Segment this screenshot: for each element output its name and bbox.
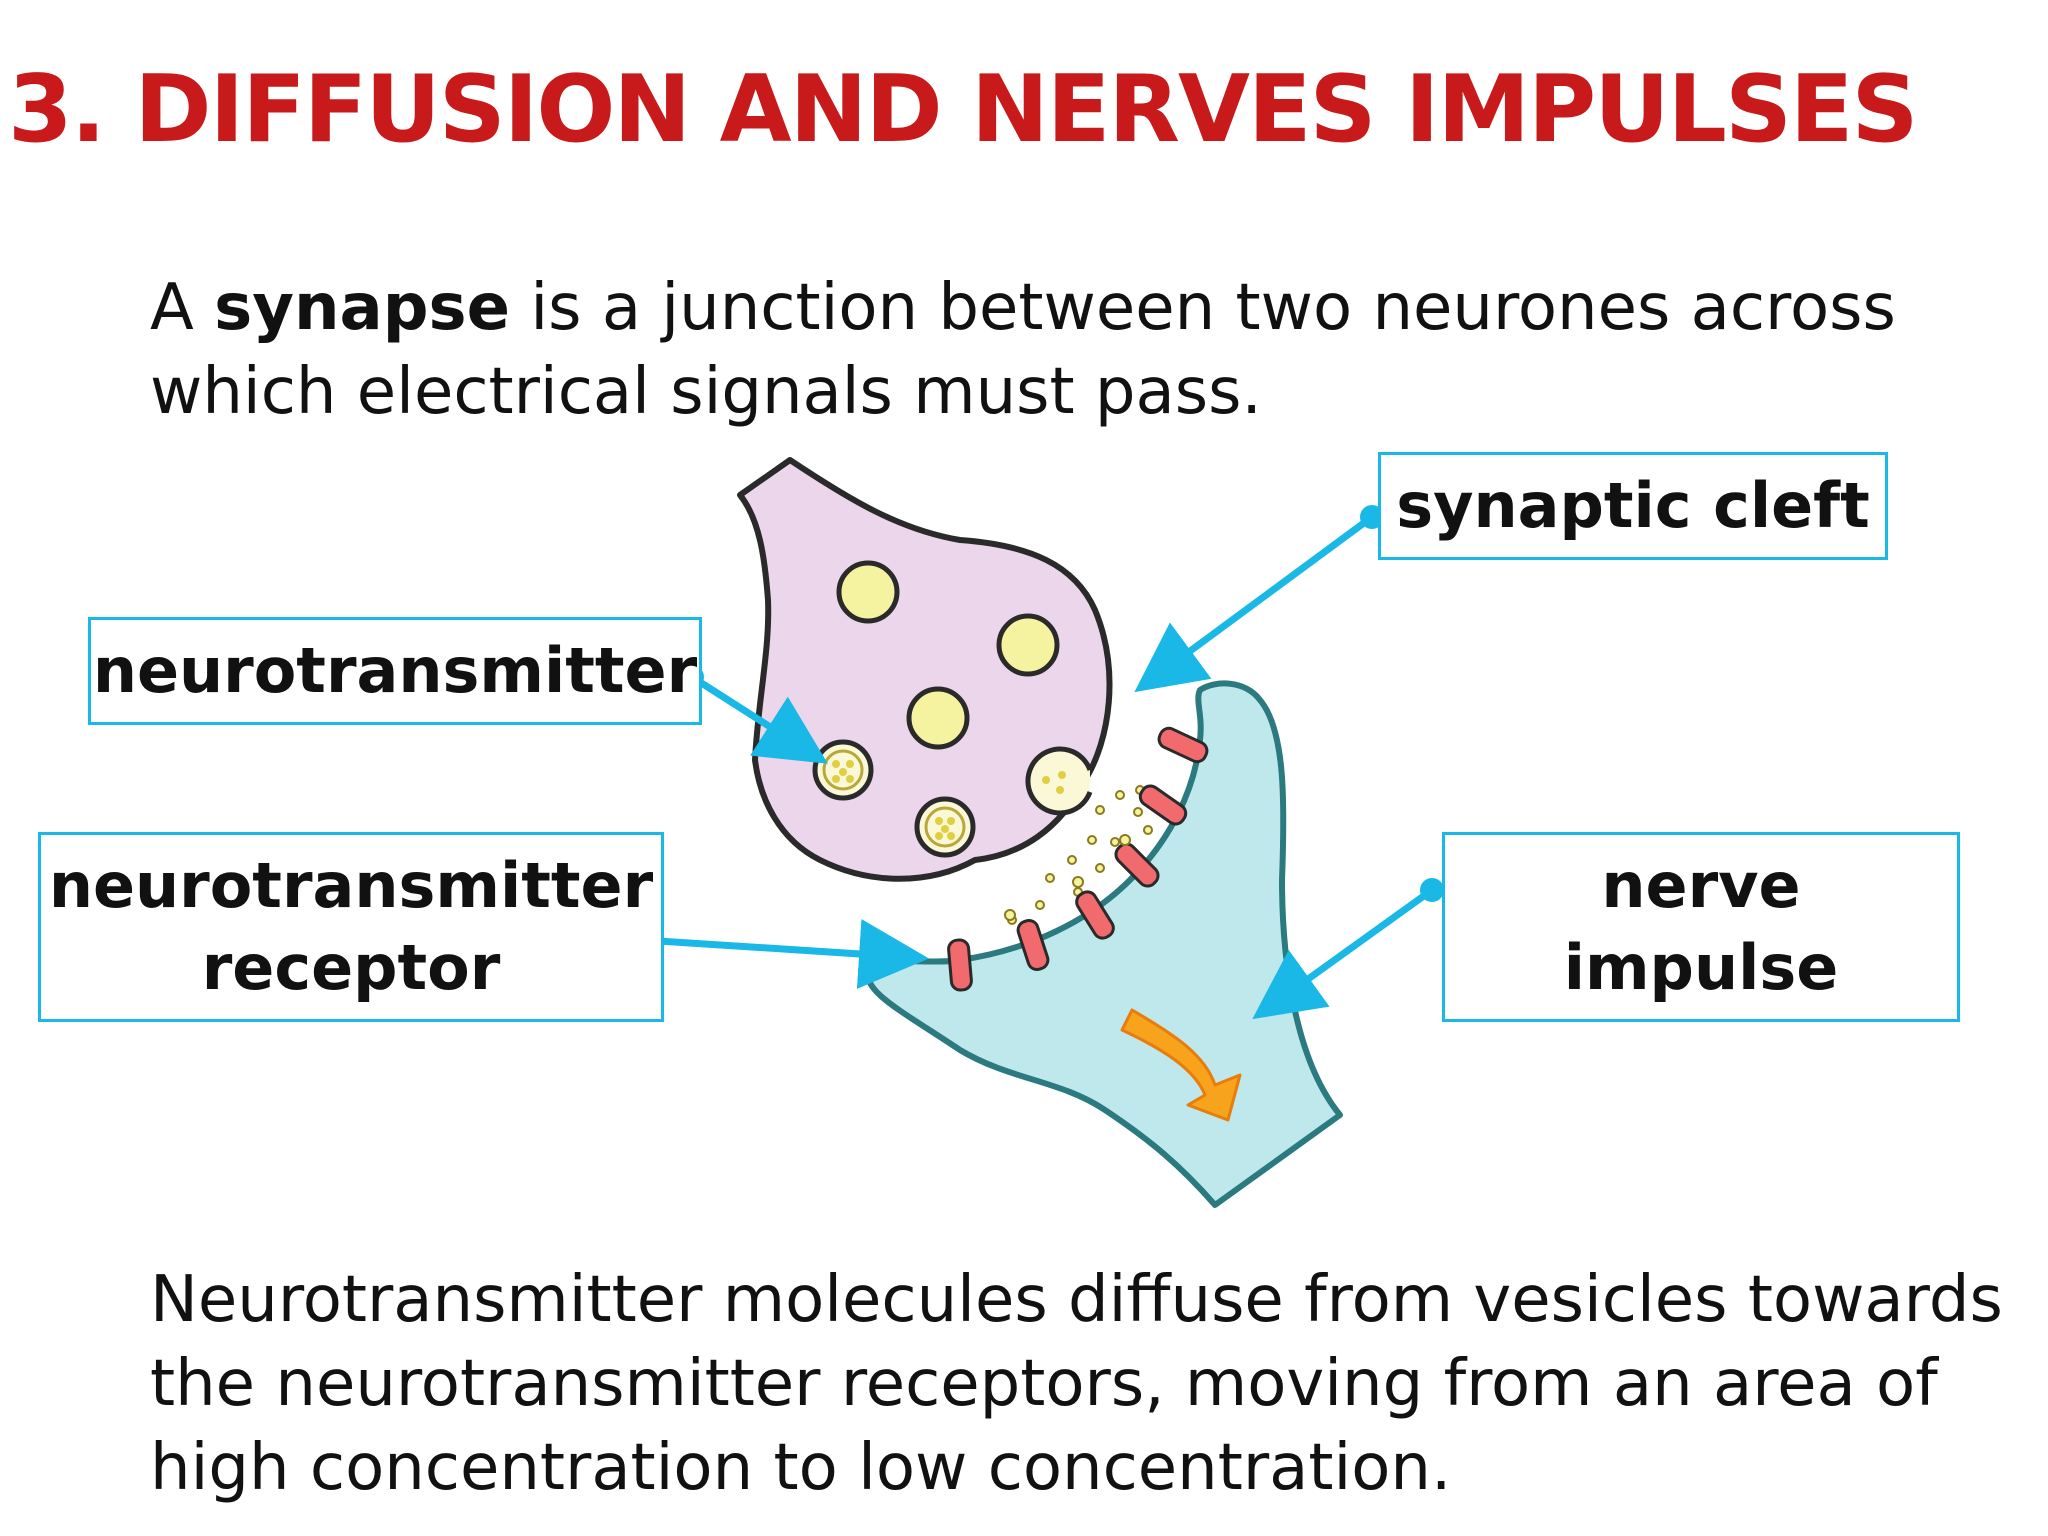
receptor bbox=[947, 938, 973, 992]
label-impulse-line2: impulse bbox=[1563, 931, 1839, 1004]
label-impulse-line1: nerve bbox=[1601, 849, 1801, 922]
pointer-lines bbox=[549, 514, 1435, 1020]
receptors bbox=[947, 726, 1209, 992]
receptor bbox=[1075, 890, 1115, 940]
pointer-neurotransmitter bbox=[690, 674, 828, 764]
label-neurotransmitter-receptor: neurotransmitter receptor bbox=[38, 832, 664, 1022]
receptor bbox=[1016, 918, 1050, 972]
receptor bbox=[1138, 784, 1188, 826]
vesicle bbox=[996, 613, 1060, 677]
neurotransmitter-molecules bbox=[1007, 785, 1153, 925]
intro-prefix: A bbox=[150, 271, 215, 345]
neurotransmitter-vesicle bbox=[812, 739, 874, 801]
receptor bbox=[1157, 726, 1209, 764]
label-nerve-impulse: nerve impulse bbox=[1442, 832, 1960, 1022]
diffusion-description: Neurotransmitter molecules diffuse from … bbox=[150, 1263, 2003, 1505]
nerve-impulse-arrow bbox=[1120, 1008, 1242, 1122]
page-title: 3. DIFFUSION AND NERVES IMPULSES bbox=[8, 55, 1918, 163]
label-receptor-line1: neurotransmitter bbox=[48, 849, 654, 922]
pointer-nerve-impulse bbox=[1252, 887, 1435, 1020]
releasing-vesicle bbox=[1025, 746, 1093, 816]
vesicle bbox=[906, 686, 970, 750]
label-neurotransmitter: neurotransmitter bbox=[88, 617, 702, 725]
label-synaptic-cleft: synaptic cleft bbox=[1378, 452, 1888, 560]
receptor bbox=[1114, 842, 1160, 888]
neurotransmitter-vesicle bbox=[914, 796, 976, 858]
intro-suffix: is a junction between two neurones acros… bbox=[150, 271, 1896, 429]
postsynaptic-dendrite bbox=[865, 680, 1343, 1208]
vesicle bbox=[836, 560, 900, 624]
intro-text: A synapse is a junction between two neur… bbox=[150, 266, 1970, 434]
label-receptor-line2: receptor bbox=[201, 931, 501, 1004]
intro-term-synapse: synapse bbox=[214, 271, 510, 345]
label-synaptic-cleft-text: synaptic cleft bbox=[1396, 469, 1870, 542]
pointer-synaptic-cleft bbox=[1134, 514, 1375, 693]
bound-molecules bbox=[1004, 834, 1131, 921]
label-neurotransmitter-text: neurotransmitter bbox=[92, 634, 698, 707]
